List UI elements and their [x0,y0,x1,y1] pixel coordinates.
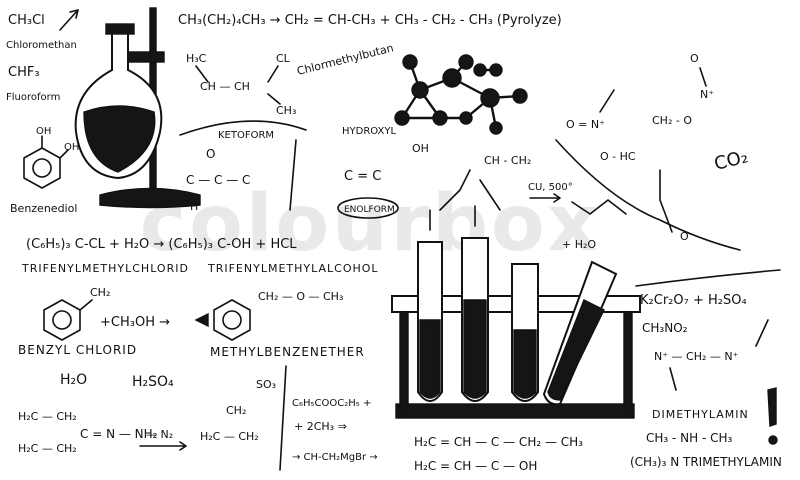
text-enolform: ENOLFORM [344,205,395,215]
text-h2o-mid: + H₂O [562,238,596,251]
text-ch2-right: CH - CH₂ [484,154,531,167]
text-grignard: → CH-CH₂MgBr → [292,452,378,463]
keto-arc [179,120,307,136]
text-chcl3: CH₃Cl [8,13,45,28]
exclamation-mark-bar [767,387,777,427]
text-benzyl-chloride: BENZYL CHLORID [18,343,137,357]
text-trityl-equation: (C₆H₅)₃ C-CL + H₂O → (C₆H₅)₃ C-OH + HCL [26,237,297,252]
text-pyrolysis: CH₃(CH₂)₄CH₃ → CH₂ = CH-CH₃ + CH₃ - CH₂ … [178,13,562,28]
text-oh-right: OH [64,142,79,153]
benzene-ring-left [43,299,93,341]
text-chloromethane: Chloromethan [6,40,77,51]
cu-arrow [529,193,561,203]
text-ring-right: CH₂ [226,404,246,417]
watermark-text: colourbox [140,179,601,269]
text-ch2cl: CH₂ [90,286,110,299]
test-tube-rack-illustration [391,205,641,419]
text-chloromethylbutane: Chlormethylbutan [296,41,395,78]
text-plus-ch3oh: +CH₃OH → [100,315,170,330]
text-oh-enol: OH [412,142,429,155]
text-nitro-chain: N⁺ — CH₂ — N⁺ [654,350,739,363]
grignard-divider [279,365,287,471]
chloromethylbutane-bonds [195,65,281,105]
text-ether-chain: CH₂ — O — CH₃ [258,290,343,303]
benzene-ring-right [194,299,251,341]
text-oh-top: OH [36,126,51,137]
text-dichromate: K₂Cr₂O₇ + H₂SO₄ [640,293,747,308]
text-dimethylamin: DIMETHYLAMIN [652,408,749,421]
enolform-oval [337,197,399,219]
text-ring-left2: H₂C — CH₂ [18,442,77,455]
text-trityl-alcohol: TRIFENYLMETHYLALCOHOL [207,262,379,275]
text-butene-1: H₂C = CH — C — CH₂ — CH₃ [414,435,583,449]
text-cu-heat: CU, 500° [528,182,573,193]
nitro-bonds [555,67,741,251]
keto-enol-divider [289,139,297,211]
text-plus-2ch: + 2CH₃ ⇒ [294,420,347,433]
text-hydroxyl: HYDROXYL [342,126,396,137]
nitro-chain-bonds [669,319,769,391]
text-fluoroform: Fluoroform [6,92,60,103]
flask-liquid [83,105,156,173]
text-nitro-ch2: CH₂ - O [652,114,692,127]
text-c-enol: C = C [344,169,381,184]
text-ring-left: H₂C — CH₂ [18,410,77,423]
text-ch-ch: CH — CH [200,80,250,93]
text-so3: SO₃ [256,378,276,391]
text-ring-right2: H₂C — CH₂ [200,430,259,443]
text-nitro-o1: O [690,52,699,65]
right-structure-bonds [439,169,501,211]
molecule-model-illustration [394,54,528,135]
hydrazone-arrow [139,441,187,451]
round-bottom-flask-illustration [74,7,201,209]
text-butene-2: H₂C = CH — C — OH [414,459,537,473]
exclamation-mark-dot [768,435,778,445]
text-c-keto: C — C — C [186,173,250,187]
text-nitro-ch: O - HC [600,150,636,163]
text-n2: — N₂ [146,428,173,441]
text-nitro-n: N⁺ [700,88,714,101]
text-c6h5: C₆H₅COOC₂H₅ + [292,398,371,409]
text-methylbenzene-ether: METHYLBENZENETHER [210,345,365,359]
text-co2: CO₂ [712,146,750,175]
right-divider [635,269,781,287]
text-ketoform: KETOFORM [218,130,274,141]
text-benzenediol: Benzenediol [10,202,77,215]
text-h3c: H₃C [186,52,207,65]
benzenediol-structure [23,135,69,189]
text-h2o: H₂O [60,372,87,388]
text-ch3no2: CH₃NO₂ [642,321,688,335]
text-cl: CL [276,52,291,65]
hydration-bonds [571,199,627,215]
flask-stopper [105,23,135,35]
stand-base [99,187,201,209]
text-ch3: CH₃ [276,104,296,117]
text-o-keto: O [206,147,215,161]
text-h-keto: H [190,200,198,213]
text-chf3: CHF₃ [8,65,40,80]
text-dma-formula: CH₃ - NH - CH₃ [646,431,733,445]
text-tma: (CH₃)₃ N TRIMETHYLAMIN [630,455,782,469]
text-nitro-o2: O = N⁺ [566,118,605,131]
text-h2so4: H₂SO₄ [132,374,174,390]
arrow-sketch [59,9,79,31]
text-cn: C = N — NH₂ [80,427,158,441]
text-trityl-chloride: TRIFENYLMETHYLCHLORID [21,262,189,275]
